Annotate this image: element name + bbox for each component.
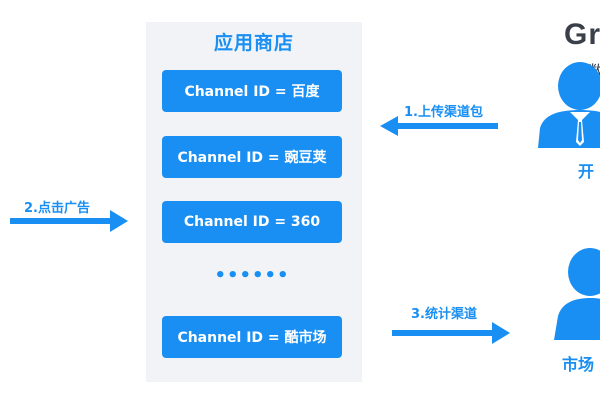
click-ad-arrow-icon [10, 210, 128, 232]
brand-logo: Gr [564, 18, 600, 51]
channel-wandoujia[interactable]: Channel ID = 豌豆荚 [162, 136, 342, 178]
market-label: 市场 [562, 355, 595, 374]
app-store-title: 应用商店 [213, 32, 294, 54]
developer-person-icon [538, 62, 600, 148]
channel-kuchichang[interactable]: Channel ID = 酷市场 [162, 316, 342, 358]
stat-channel-arrow-icon [392, 322, 510, 344]
upload-channel-label: 1.上传渠道包 [404, 105, 483, 120]
channel-360[interactable]: Channel ID = 360 [162, 201, 342, 243]
upload-arrow-icon [380, 116, 498, 136]
click-ad-label: 2.点击广告 [24, 201, 90, 216]
stat-channel-label: 3.统计渠道 [411, 307, 477, 322]
more-channels-ellipsis: •••••• [214, 265, 290, 286]
channel-baidu[interactable]: Channel ID = 百度 [162, 70, 342, 112]
market-person-icon [554, 248, 600, 340]
developer-label: 开 [578, 162, 595, 181]
